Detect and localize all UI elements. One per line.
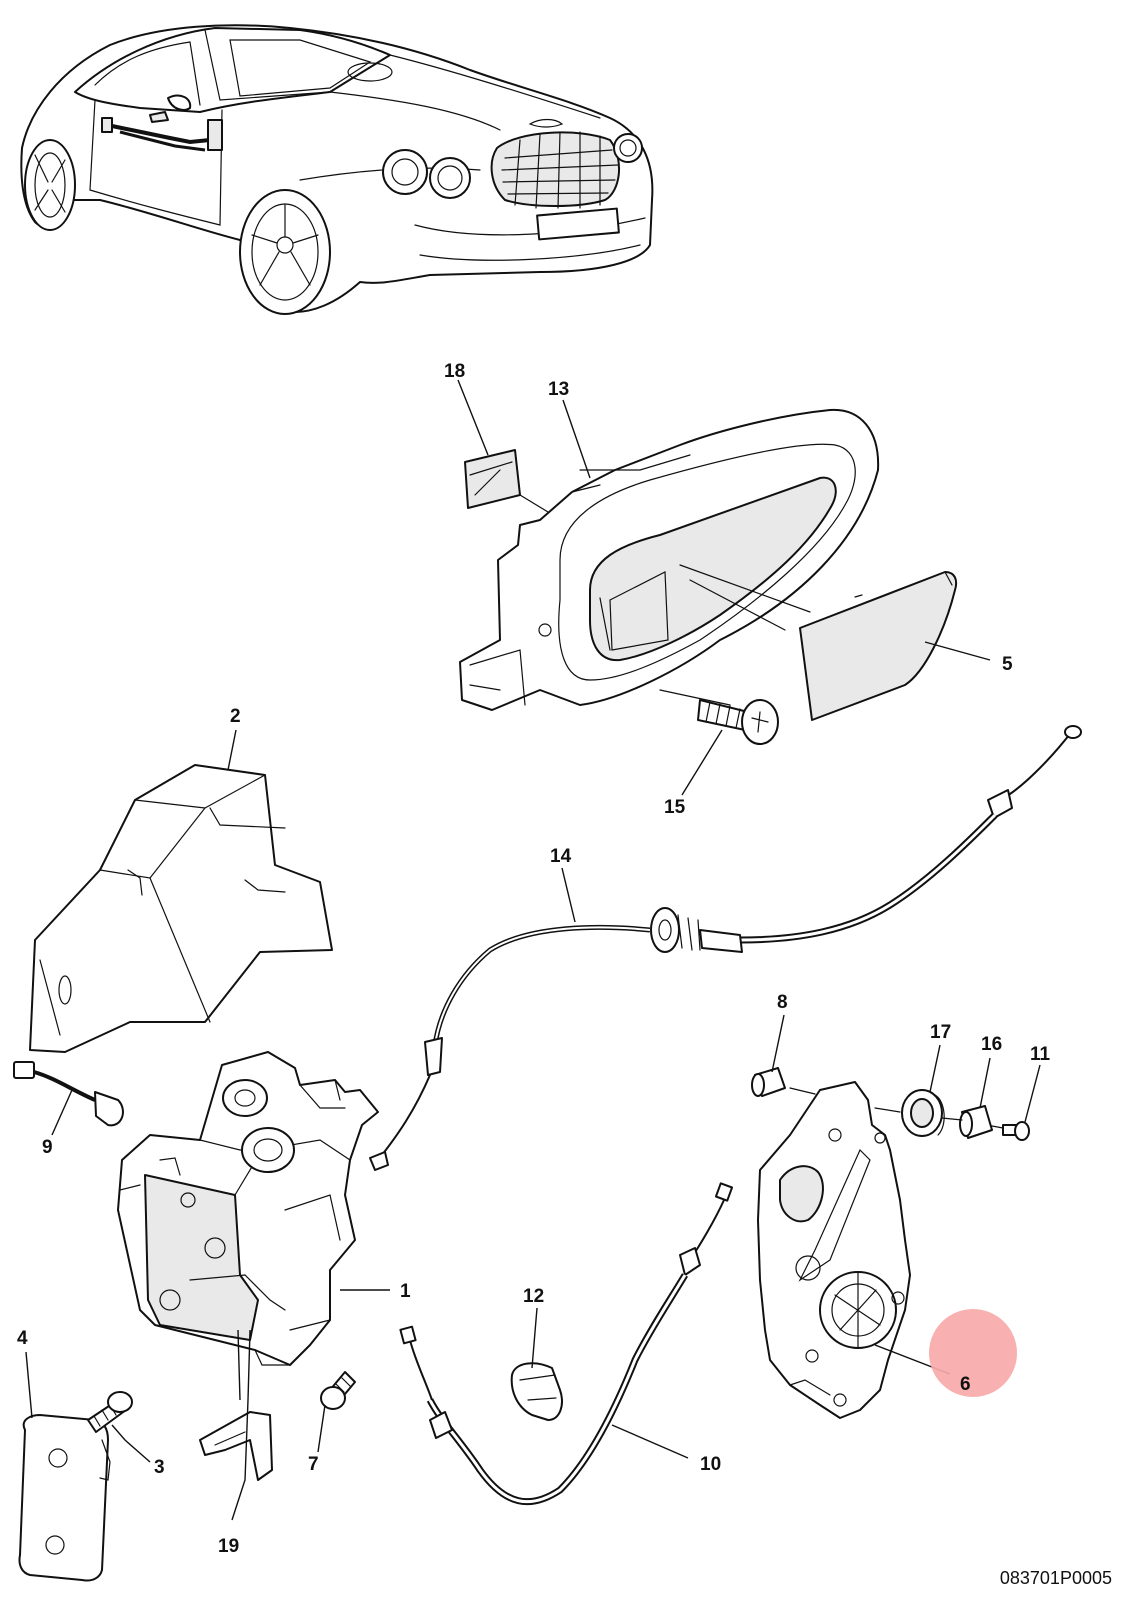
part-14-bowden-cable [369, 725, 1082, 1171]
callout-19[interactable]: 19 [218, 1536, 239, 1557]
part-1-door-lock [117, 1051, 379, 1366]
part-15-screw [697, 699, 779, 745]
callout-17[interactable]: 17 [930, 1022, 951, 1043]
part-10-cable [399, 1182, 734, 1506]
part-9-wire-connector [13, 1061, 124, 1127]
part-16-sleeve [959, 1105, 993, 1139]
callout-15[interactable]: 15 [664, 797, 686, 818]
part-5-cover-plate [799, 571, 958, 721]
part-7-screw [320, 1371, 356, 1410]
part-3-screw [87, 1391, 133, 1433]
callout-7[interactable]: 7 [308, 1454, 319, 1475]
part-13-handle-housing [459, 408, 880, 711]
callout-13[interactable]: 13 [548, 379, 569, 400]
part-6-actuator-motor [757, 1081, 911, 1419]
part-8-bushing [751, 1067, 786, 1097]
part-19-clip [199, 1411, 273, 1481]
callout-14[interactable]: 14 [550, 846, 572, 867]
highlight-marker[interactable] [929, 1309, 1017, 1397]
part-4-striker-plate [18, 1414, 111, 1582]
callout-16[interactable]: 16 [981, 1034, 1002, 1055]
callout-9[interactable]: 9 [42, 1137, 53, 1158]
callout-4[interactable]: 4 [17, 1328, 28, 1349]
callout-8[interactable]: 8 [777, 992, 788, 1013]
callout-6[interactable]: 6 [960, 1374, 971, 1395]
part-17-grommet [901, 1089, 945, 1137]
callout-18[interactable]: 18 [444, 361, 465, 382]
callout-2[interactable]: 2 [230, 706, 241, 727]
callout-5[interactable]: 5 [1002, 654, 1013, 675]
callouts: 18 13 5 15 2 14 8 17 16 11 9 1 12 4 6 3 … [17, 361, 1051, 1557]
part-11-screw [1002, 1121, 1030, 1141]
reference-code: 083701P0005 [1000, 1568, 1112, 1588]
part-2-shield [29, 764, 333, 1053]
part-18-label-sticker [464, 449, 521, 509]
callout-11[interactable]: 11 [1030, 1044, 1051, 1065]
callout-12[interactable]: 12 [523, 1286, 544, 1307]
part-12-cable-clip [510, 1362, 563, 1421]
car-overview-illustration [20, 24, 654, 315]
callout-3[interactable]: 3 [154, 1457, 165, 1478]
callout-1[interactable]: 1 [400, 1281, 411, 1302]
callout-10[interactable]: 10 [700, 1454, 721, 1475]
leader-lines [25, 379, 1041, 1521]
